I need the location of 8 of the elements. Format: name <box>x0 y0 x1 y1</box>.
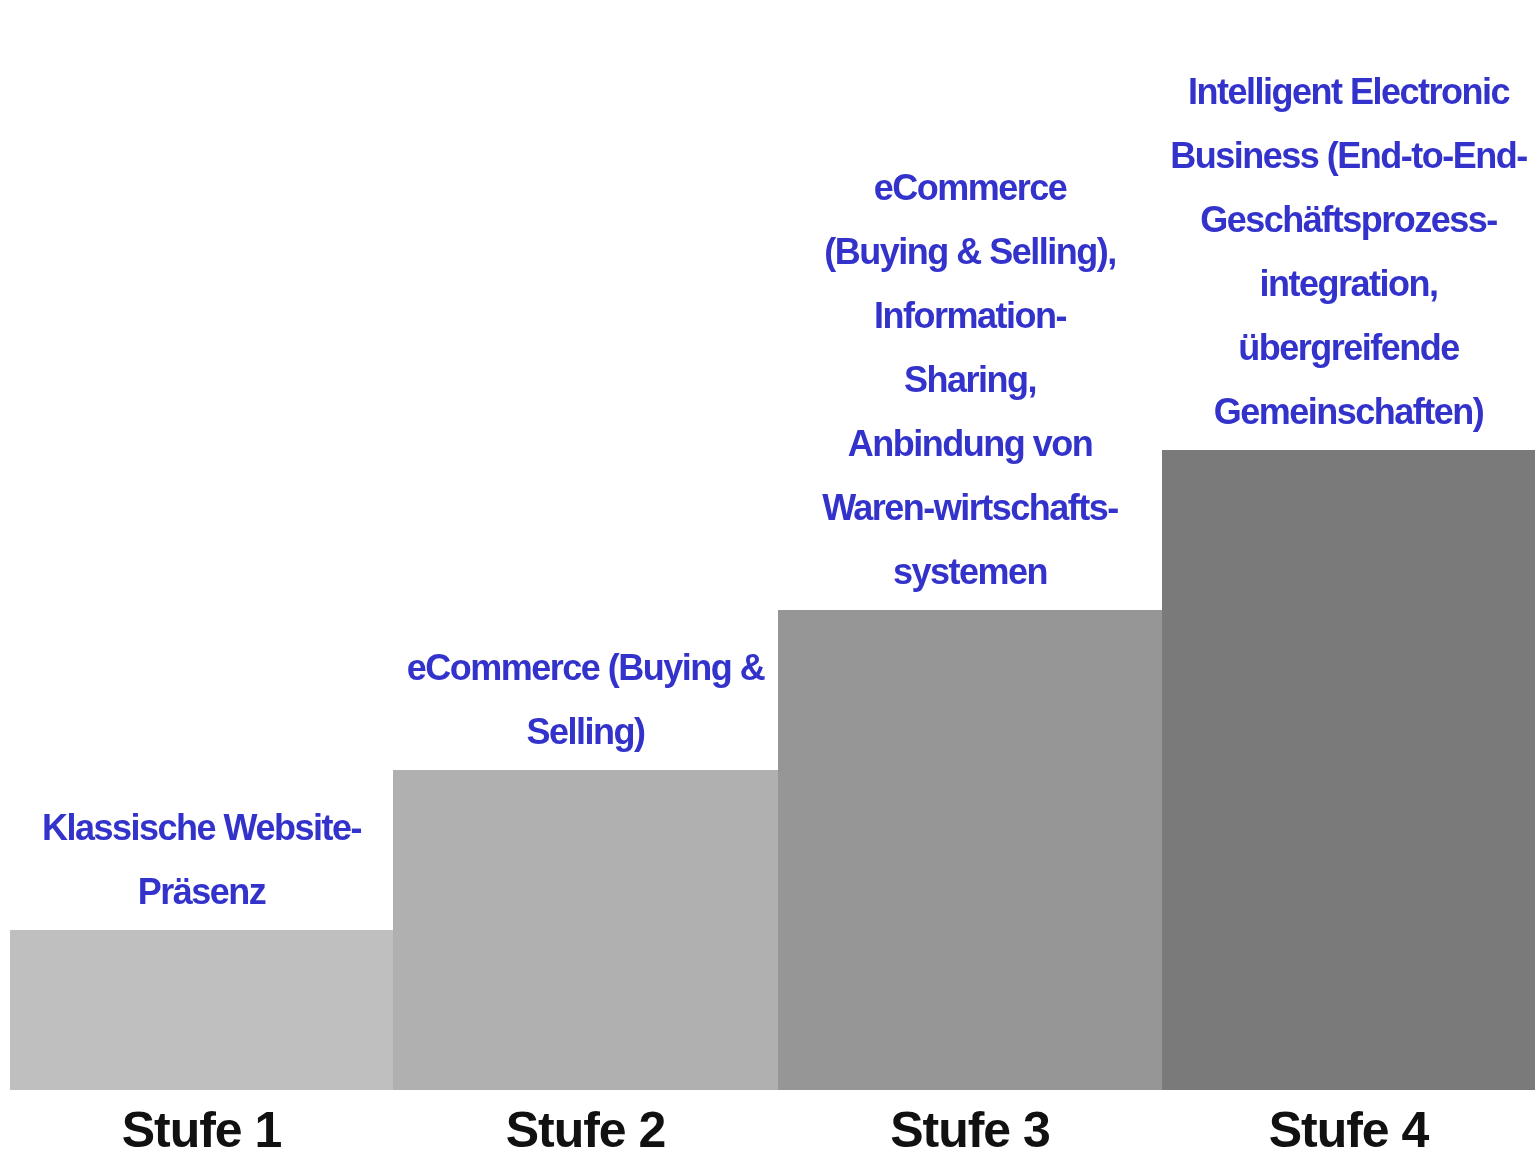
step-label: Stufe 3 <box>889 1101 1051 1160</box>
step-description: eCommerce (Buying & Selling) <box>405 646 766 754</box>
step-label: Stufe 1 <box>120 1101 283 1160</box>
step-label: Stufe 2 <box>504 1101 667 1160</box>
step-description: Intelligent Electronic Business (End-to-End-Geschäftsprozess-integration, übergreifende Gemeinschaften) <box>1169 70 1528 434</box>
step-description: Klassische Website-Präsenz <box>41 806 362 914</box>
step-label: Stufe 4 <box>1267 1101 1430 1160</box>
step-description: eCommerce (Buying & Selling), Information-Sharing, Anbindung von Waren-wirtschafts-systemen <box>821 166 1119 594</box>
